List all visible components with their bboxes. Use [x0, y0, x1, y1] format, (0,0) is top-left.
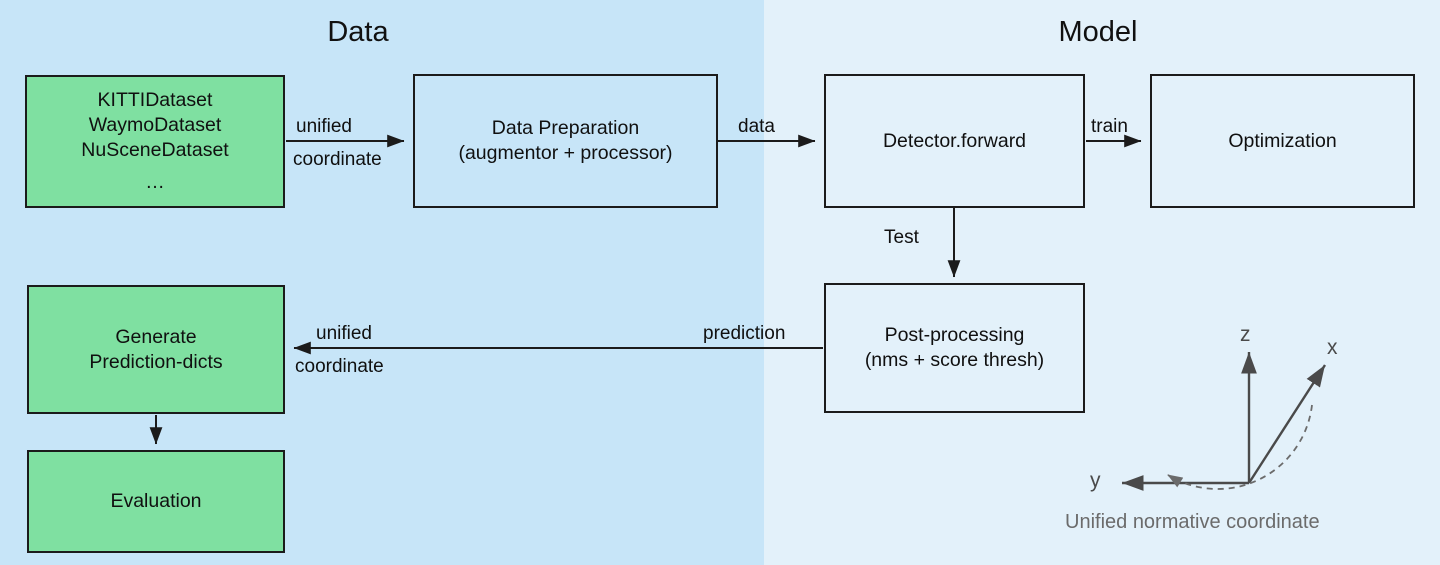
axis-label-z: z: [1240, 323, 1251, 346]
axis-label-y: y: [1090, 469, 1101, 492]
axis-x-line: [1247, 364, 1327, 484]
node-post-processing-line-1: Post-processing: [884, 324, 1025, 347]
node-datasets-line-4: …: [145, 171, 165, 194]
axis-label-x: x: [1327, 336, 1338, 359]
node-detector-forward[interactable]: Detector.forward: [824, 74, 1085, 208]
coordinate-system-caption: Unified normative coordinate: [1065, 511, 1320, 533]
axis-rotation-arc: [1167, 404, 1313, 490]
edge-label-prediction: prediction: [703, 323, 786, 344]
node-evaluation[interactable]: Evaluation: [27, 450, 285, 553]
edge-label-test: Test: [884, 227, 919, 248]
node-optimization[interactable]: Optimization: [1150, 74, 1415, 208]
model-section-title: Model: [1058, 16, 1138, 48]
node-datasets-line-2: WaymoDataset: [88, 113, 222, 136]
node-evaluation-line-1: Evaluation: [110, 490, 202, 513]
model-section-background: [764, 0, 1440, 565]
node-post-processing-line-2: (nms + score thresh): [864, 349, 1045, 371]
node-optimization-line-1: Optimization: [1228, 129, 1337, 152]
data-section-title: Data: [327, 16, 389, 48]
edge-label-unified: unified: [296, 116, 352, 137]
node-generate-prediction-dicts-line-2: Prediction-dicts: [89, 350, 223, 373]
edge-label-train: train: [1091, 116, 1128, 137]
node-post-processing[interactable]: Post-processing (nms + score thresh): [824, 283, 1085, 413]
edge-label-data: data: [738, 116, 775, 137]
node-datasets-line-1: KITTIDataset: [97, 88, 213, 111]
node-data-preparation-line-2: (augmentor + processor): [458, 142, 673, 164]
node-generate-prediction-dicts[interactable]: Generate Prediction-dicts: [27, 285, 285, 414]
node-datasets[interactable]: KITTIDataset WaymoDataset NuSceneDataset…: [25, 75, 285, 208]
edge-label-coordinate: coordinate: [293, 149, 382, 170]
edge-label-coordinate-2: coordinate: [295, 356, 384, 377]
node-detector-forward-line-1: Detector.forward: [882, 129, 1027, 152]
edge-label-unified-2: unified: [316, 323, 372, 344]
node-generate-prediction-dicts-line-1: Generate: [115, 325, 197, 348]
node-data-preparation-line-1: Data Preparation: [491, 117, 640, 140]
node-data-preparation[interactable]: Data Preparation (augmentor + processor): [413, 74, 718, 208]
node-datasets-line-3: NuSceneDataset: [81, 138, 229, 161]
